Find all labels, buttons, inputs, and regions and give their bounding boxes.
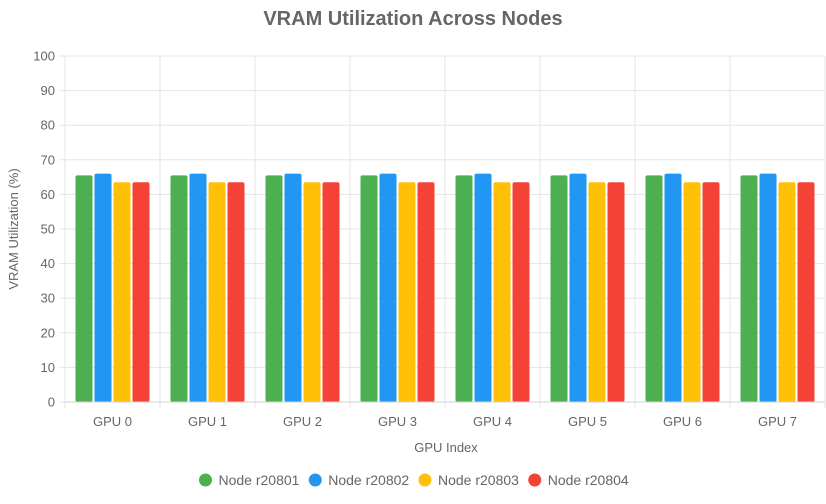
- bar[interactable]: [664, 173, 682, 402]
- legend-swatch: [527, 472, 543, 488]
- bar[interactable]: [550, 175, 568, 402]
- x-tick-label: GPU 1: [188, 414, 227, 429]
- bar[interactable]: [227, 182, 245, 402]
- y-tick-label: 30: [41, 291, 55, 306]
- legend-label: Node r20804: [548, 472, 629, 488]
- x-axis-label: GPU Index: [414, 440, 478, 455]
- bar[interactable]: [702, 182, 720, 402]
- legend-item[interactable]: Node r20804: [527, 472, 629, 488]
- legend-label: Node r20801: [219, 472, 300, 488]
- x-tick-label: GPU 3: [378, 414, 417, 429]
- bar[interactable]: [189, 173, 207, 402]
- bar[interactable]: [683, 182, 701, 402]
- legend-item[interactable]: Node r20802: [307, 472, 409, 488]
- y-tick-label: 10: [41, 360, 55, 375]
- bar[interactable]: [379, 173, 397, 402]
- legend: Node r20801 Node r20802 Node r20803 Node r2…: [198, 472, 629, 488]
- x-tick-label: GPU 2: [283, 414, 322, 429]
- x-tick-label: GPU 7: [758, 414, 797, 429]
- bar[interactable]: [569, 173, 587, 402]
- x-tick-label: GPU 4: [473, 414, 512, 429]
- bar[interactable]: [360, 175, 378, 402]
- y-tick-label: 50: [41, 222, 55, 237]
- x-tick-label: GPU 0: [93, 414, 132, 429]
- y-tick-label: 90: [41, 83, 55, 98]
- legend-swatch: [417, 472, 433, 488]
- x-tick-label: GPU 5: [568, 414, 607, 429]
- bar[interactable]: [797, 182, 815, 402]
- bar[interactable]: [75, 175, 93, 402]
- bar[interactable]: [208, 182, 226, 402]
- y-tick-label: 40: [41, 256, 55, 271]
- y-tick-label: 20: [41, 325, 55, 340]
- legend-item[interactable]: Node r20803: [417, 472, 519, 488]
- bar[interactable]: [474, 173, 492, 402]
- bar[interactable]: [132, 182, 150, 402]
- y-tick-label: 60: [41, 187, 55, 202]
- bar[interactable]: [170, 175, 188, 402]
- legend-item[interactable]: Node r20801: [198, 472, 300, 488]
- chart-title: VRAM Utilization Across Nodes: [263, 8, 562, 30]
- bar[interactable]: [417, 182, 435, 402]
- legend-swatch: [307, 472, 323, 488]
- bar[interactable]: [94, 173, 112, 402]
- legend-swatch: [198, 472, 213, 488]
- y-tick-label: 80: [41, 118, 55, 133]
- bar[interactable]: [398, 182, 416, 402]
- y-tick-label: 70: [41, 152, 55, 167]
- bar[interactable]: [265, 175, 283, 402]
- bar[interactable]: [284, 173, 302, 402]
- bar[interactable]: [588, 182, 606, 402]
- bar[interactable]: [740, 175, 758, 402]
- bar[interactable]: [512, 182, 530, 402]
- bar[interactable]: [455, 175, 473, 402]
- bar[interactable]: [113, 182, 131, 402]
- bar[interactable]: [645, 175, 663, 402]
- bar[interactable]: [778, 182, 796, 402]
- bars: [75, 173, 815, 402]
- bar[interactable]: [322, 182, 340, 402]
- y-tick-label: 0: [48, 395, 55, 410]
- y-tick-label: 100: [33, 49, 55, 64]
- x-tick-label: GPU 6: [663, 414, 702, 429]
- legend-label: Node r20803: [438, 472, 519, 488]
- y-axis-label: VRAM Utilization (%): [6, 168, 21, 289]
- bar[interactable]: [493, 182, 511, 402]
- bar[interactable]: [607, 182, 625, 402]
- bar[interactable]: [303, 182, 321, 402]
- bar[interactable]: [759, 173, 777, 402]
- legend-label: Node r20802: [328, 472, 409, 488]
